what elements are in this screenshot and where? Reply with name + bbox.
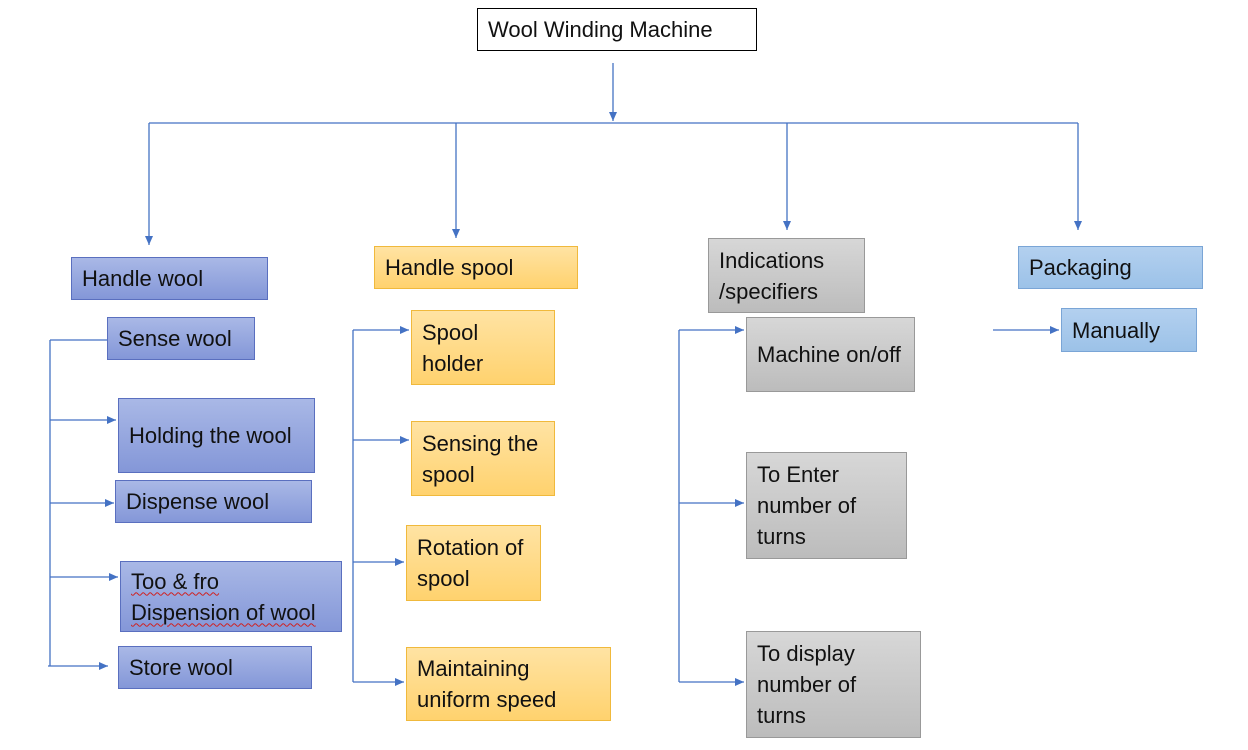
- node-enter-turns-label: To Enter number of turns: [757, 462, 857, 549]
- node-rotation-spool: Rotation of spool: [406, 525, 541, 601]
- node-machine-onoff: Machine on/off: [746, 317, 915, 392]
- node-manually-label: Manually: [1072, 317, 1161, 343]
- node-maintaining-speed: Maintaining uniform speed: [406, 647, 611, 721]
- node-machine-onoff-label: Machine on/off: [757, 342, 901, 367]
- node-maintaining-speed-label: Maintaining uniform speed: [417, 656, 557, 712]
- node-store-wool: Store wool: [118, 646, 312, 689]
- node-enter-turns: To Enter number of turns: [746, 452, 907, 559]
- node-sense-wool-label: Sense wool: [118, 326, 232, 351]
- branch-handle-wool-label: Handle wool: [82, 266, 204, 291]
- branch-packaging: Packaging: [1018, 246, 1203, 289]
- branch-indications-specifiers: Indications /specifiers: [708, 238, 865, 313]
- node-rotation-spool-label: Rotation of spool: [417, 535, 524, 591]
- node-holding-wool: Holding the wool: [118, 398, 315, 473]
- node-sense-wool: Sense wool: [107, 317, 255, 360]
- node-sensing-spool-label: Sensing the spool: [422, 430, 539, 487]
- node-dispense-wool: Dispense wool: [115, 480, 312, 523]
- node-spool-holder-label: Spool holder: [422, 319, 484, 376]
- branch-packaging-label: Packaging: [1029, 255, 1132, 280]
- node-manually: Manually: [1061, 308, 1197, 352]
- node-too-fro-dispension: Too & fro Dispension of wool: [120, 561, 342, 632]
- branch-handle-spool: Handle spool: [374, 246, 578, 289]
- node-dispense-wool-label: Dispense wool: [126, 489, 270, 514]
- node-display-turns: To display number of turns: [746, 631, 921, 738]
- branch-indications-specifiers-label: Indications /specifiers: [719, 247, 825, 304]
- node-store-wool-label: Store wool: [129, 655, 233, 680]
- diagram-title: Wool Winding Machine: [477, 8, 757, 51]
- node-sensing-spool: Sensing the spool: [411, 421, 555, 496]
- node-too-fro-dispension-label: Too & fro Dispension of wool: [131, 568, 316, 625]
- node-spool-holder: Spool holder: [411, 310, 555, 385]
- branch-handle-spool-label: Handle spool: [385, 255, 514, 280]
- node-display-turns-label: To display number of turns: [757, 641, 857, 728]
- branch-handle-wool: Handle wool: [71, 257, 268, 300]
- node-holding-wool-label: Holding the wool: [129, 423, 292, 448]
- diagram-title-text: Wool Winding Machine: [488, 17, 713, 42]
